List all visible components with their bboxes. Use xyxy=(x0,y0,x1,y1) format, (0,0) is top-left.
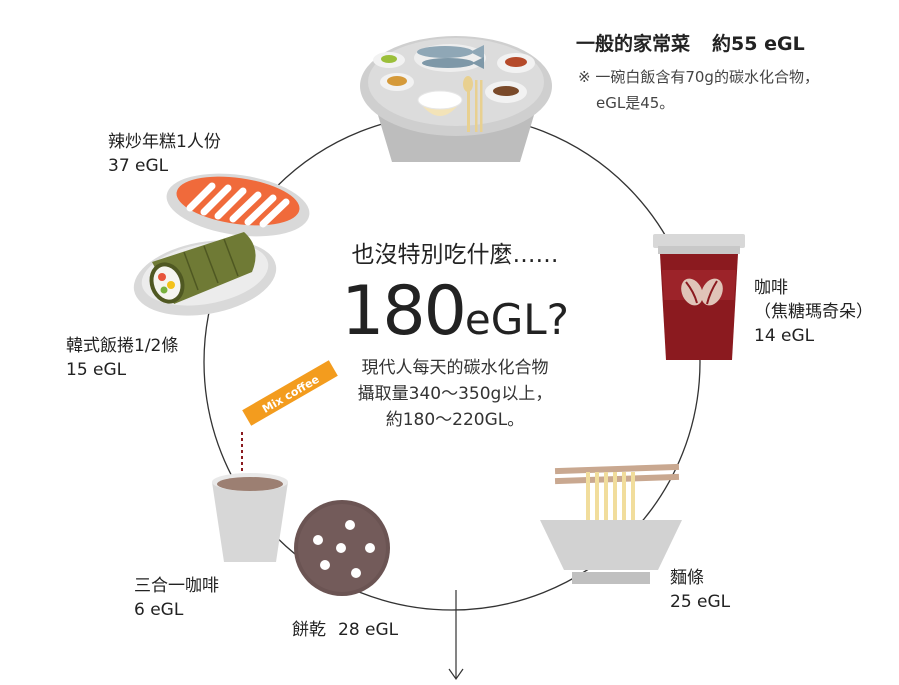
caramel-coffee-value: 14 eGL xyxy=(754,326,815,346)
caramel-coffee-label: 咖啡 （焦糖瑪奇朵） 14 eGL xyxy=(754,276,873,348)
home-meal-note: ※ 一碗白飯含有70g的碳水化合物， eGL是45。 xyxy=(578,64,819,116)
tteokbokki-label: 辣炒年糕1人份 37 eGL xyxy=(108,130,221,178)
home-meal-name: 一般的家常菜 xyxy=(576,33,691,55)
home-meal-label: 一般的家常菜約55 eGL xyxy=(576,31,805,57)
tteokbokki-illustration xyxy=(166,173,310,237)
big-unit: eGL? xyxy=(464,295,569,344)
noodles-value: 25 eGL xyxy=(670,592,731,612)
home-meal-table-illustration xyxy=(360,36,552,162)
noodle-bowl-illustration xyxy=(540,463,682,584)
home-meal-value: 55 eGL xyxy=(731,33,805,55)
center-note-line-3: 約180～220GL。 xyxy=(385,410,525,430)
gimbap-name: 韓式飯捲1/2條 xyxy=(66,336,179,356)
coffee-mix-value: 6 eGL xyxy=(134,600,184,620)
home-meal-value-prefix: 約 xyxy=(712,33,732,55)
tteokbokki-value: 37 eGL xyxy=(108,156,169,176)
gimbap-label: 韓式飯捲1/2條 15 eGL xyxy=(66,334,178,382)
gimbap-illustration xyxy=(133,232,277,316)
caramel-coffee-cup-illustration xyxy=(653,234,745,360)
biscuit-name: 餅乾 xyxy=(292,620,326,640)
gimbap-value: 15 eGL xyxy=(66,360,127,380)
coffee-mix-name: 三合一咖啡 xyxy=(134,576,219,596)
biscuit-value: 28 eGL xyxy=(338,620,399,640)
center-headline: 180eGL? xyxy=(300,272,610,369)
caramel-coffee-sub: （焦糖瑪奇朵） xyxy=(754,302,873,322)
coffee-mix-label: 三合一咖啡 6 eGL xyxy=(134,574,219,622)
tteokbokki-name: 辣炒年糕1人份 xyxy=(108,132,221,152)
cookie-illustration xyxy=(294,500,390,596)
big-number: 180 xyxy=(341,272,467,351)
noodles-name: 麵條 xyxy=(670,568,704,588)
center-note-line-2: 攝取量340～350g以上， xyxy=(357,384,553,404)
center-note: 現代人每天的碳水化合物 攝取量340～350g以上， 約180～220GL。 xyxy=(300,355,610,433)
home-meal-note-line-1: ※ 一碗白飯含有70g的碳水化合物， xyxy=(578,68,819,86)
caramel-coffee-name: 咖啡 xyxy=(754,278,788,298)
home-meal-note-line-2: eGL是45。 xyxy=(596,94,675,112)
down-arrow-icon xyxy=(448,590,464,681)
center-lead: 也沒特別吃什麼…… xyxy=(351,242,559,268)
noodles-label: 麵條 25 eGL xyxy=(670,566,730,614)
biscuit-label: 餅乾 28 eGL xyxy=(292,618,398,642)
center-note-line-1: 現代人每天的碳水化合物 xyxy=(361,358,549,378)
coffee-mix-cup-illustration xyxy=(212,432,288,562)
